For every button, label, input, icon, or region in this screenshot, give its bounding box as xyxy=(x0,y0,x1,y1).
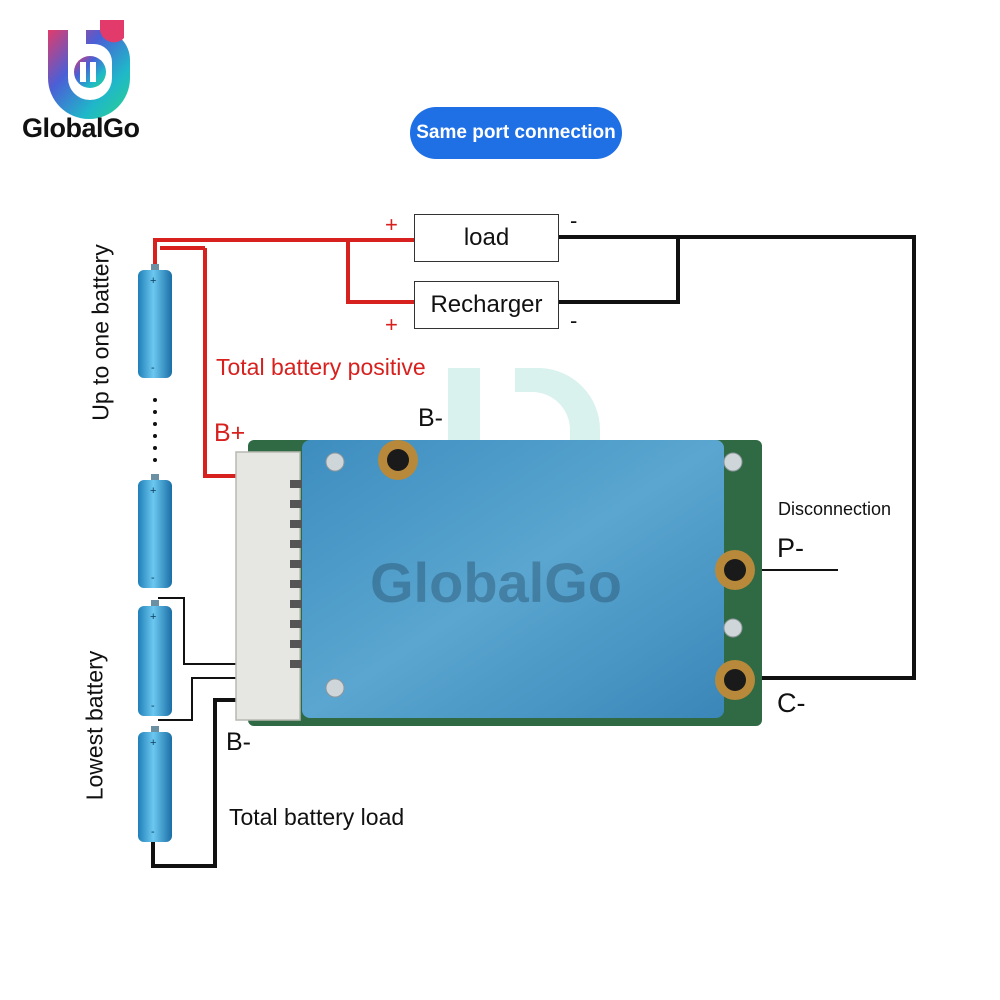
load-minus-sign: - xyxy=(570,208,578,233)
cell-minus-mark: - xyxy=(151,826,155,838)
battery-cell-lowest xyxy=(138,726,172,842)
brand-name: GlobalGo xyxy=(22,113,140,143)
terminal-b-minus xyxy=(378,440,418,480)
cell-minus-mark: - xyxy=(151,572,155,584)
total-battery-positive-label: Total battery positive xyxy=(216,354,426,380)
bms-board xyxy=(235,440,762,726)
lowest-battery-label: Lowest battery xyxy=(81,650,108,801)
c-minus-label: C- xyxy=(777,688,806,718)
battery-cell-mid xyxy=(138,474,172,588)
terminal-c-minus xyxy=(715,660,755,700)
positive-wires xyxy=(153,238,415,478)
load-plus-sign: + xyxy=(385,212,398,237)
balance-wires xyxy=(158,569,838,721)
series-dots xyxy=(153,398,157,462)
load-box: load xyxy=(414,214,559,262)
terminal-p-minus xyxy=(715,550,755,590)
total-battery-load-label: Total battery load xyxy=(229,804,405,830)
connection-mode-badge: Same port connection xyxy=(410,107,622,159)
disconnection-label: Disconnection xyxy=(778,499,892,519)
cell-plus-mark: + xyxy=(150,737,157,749)
logo-mark xyxy=(48,20,130,119)
cell-minus-mark: - xyxy=(151,362,155,374)
up-to-one-battery-label: Up to one battery xyxy=(87,244,114,421)
b-minus-board-label: B- xyxy=(418,404,443,432)
recharger-box: Recharger xyxy=(414,281,559,329)
battery-cell-top xyxy=(138,264,172,378)
cell-minus-mark: - xyxy=(151,700,155,712)
cell-plus-mark: + xyxy=(150,611,157,623)
b-plus-label: B+ xyxy=(214,419,246,447)
b-minus-label: B- xyxy=(226,728,251,756)
battery-cell-second xyxy=(138,600,172,716)
negative-wires xyxy=(151,235,916,868)
p-minus-label: P- xyxy=(777,533,804,563)
recharger-plus-sign: + xyxy=(385,312,398,337)
cell-plus-mark: + xyxy=(150,275,157,287)
cell-plus-mark: + xyxy=(150,485,157,497)
battery-cells xyxy=(138,264,172,842)
watermark-text: GlobalGo xyxy=(370,551,622,614)
recharger-minus-sign: - xyxy=(570,308,578,333)
